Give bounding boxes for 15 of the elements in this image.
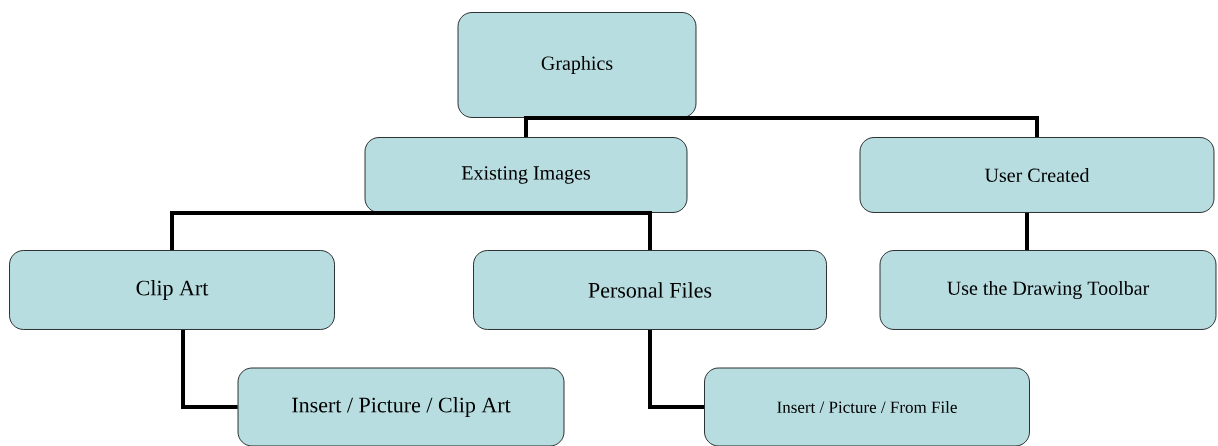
connector-line <box>622 115 1039 138</box>
process-box: Graphics <box>457 12 697 118</box>
process-box: Use the Drawing Toolbar <box>879 250 1217 330</box>
connector-line <box>170 210 535 251</box>
connector-line <box>181 329 238 409</box>
process-box: User Created <box>859 137 1215 213</box>
process-box: Insert / Picture / Clip Art <box>237 367 565 446</box>
process-box: Insert / Picture / From File <box>704 367 1030 446</box>
process-box: Clip Art <box>9 250 335 330</box>
process-box: Personal Files <box>473 250 827 330</box>
connector-line <box>535 210 652 251</box>
connector-line <box>524 115 622 138</box>
process-box: Existing Images <box>364 137 688 213</box>
connector-line <box>648 329 705 409</box>
connector-line <box>1025 212 1029 251</box>
